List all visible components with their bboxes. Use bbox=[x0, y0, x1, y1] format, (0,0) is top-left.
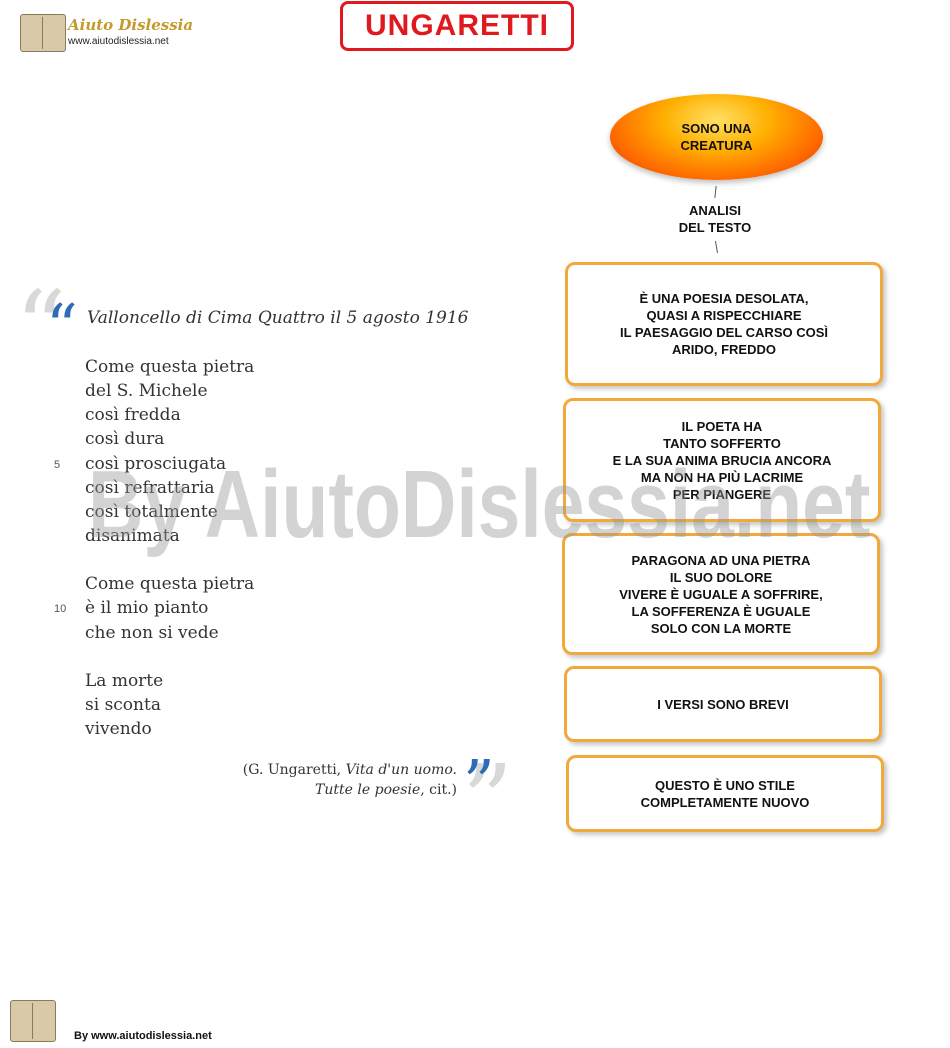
close-quote-icon: ” bbox=[463, 746, 495, 819]
box-1-line-2: QUASI A RISPECCHIARE bbox=[646, 308, 802, 323]
poem-line: così dura bbox=[85, 429, 165, 449]
poem-line: si sconta bbox=[85, 695, 161, 715]
poem-line: Come questa pietra bbox=[85, 574, 255, 594]
logo-url: www.aiutodislessia.net bbox=[68, 36, 169, 47]
poem-citation: (G. Ungaretti, Vita d'un uomo. Tutte le … bbox=[200, 760, 457, 800]
box-2-line-1: IL POETA HA bbox=[681, 418, 763, 434]
box-2-line-4: MA NON HA PIÙ LACRIME bbox=[640, 469, 804, 485]
root-line-1: SONO UNA bbox=[681, 121, 752, 136]
connector-line-bottom bbox=[714, 241, 719, 253]
analysis-box-1: È UNA POESIA DESOLATA, QUASI A RISPECCHI… bbox=[565, 262, 883, 386]
poem-line: La morte bbox=[85, 671, 164, 691]
page-title: UNGARETTI bbox=[340, 1, 574, 51]
box-2-line-2: TANTO SOFFERTO bbox=[663, 435, 781, 451]
box-3-line-2: IL SUO DOLORE bbox=[669, 569, 773, 585]
line-number: 5 bbox=[54, 459, 61, 471]
box-1-line-3: IL PAESAGGIO DEL CARSO COSÌ bbox=[619, 325, 829, 340]
poem-line: che non si vede bbox=[85, 623, 219, 643]
analysis-box-3: PARAGONA AD UNA PIETRA IL SUO DOLORE VIV… bbox=[562, 533, 880, 655]
box-3-line-1: PARAGONA AD UNA PIETRA bbox=[631, 552, 811, 568]
box-2-line-5: PER PIANGERE bbox=[672, 486, 772, 502]
box-5-line-1: QUESTO È UNO STILE bbox=[655, 777, 795, 793]
box-1-line-4: ARIDO, FREDDO bbox=[671, 342, 776, 357]
site-logo[interactable]: Aiuto Dislessia www.aiutodislessia.net bbox=[20, 14, 193, 52]
box-1-line-1: È UNA POESIA DESOLATA, bbox=[639, 291, 809, 306]
citation-work-2: Tutte le poesie bbox=[315, 782, 421, 798]
poem-subtitle: Valloncello di Cima Quattro il 5 agosto … bbox=[87, 308, 469, 328]
open-quote-icon: “ bbox=[46, 290, 78, 363]
box-4-line-1: I VERSI SONO BREVI bbox=[657, 696, 789, 712]
box-5-line-2: COMPLETAMENTE NUOVO bbox=[640, 794, 810, 810]
link-line-2: DEL TESTO bbox=[678, 220, 752, 235]
citation-author: (G. Ungaretti, bbox=[242, 762, 346, 778]
citation-work-1: Vita d'un uomo. bbox=[345, 762, 457, 778]
line-number: 10 bbox=[54, 603, 67, 615]
connector-line-top bbox=[714, 185, 717, 199]
poem-line: è il mio pianto bbox=[85, 598, 209, 618]
poem-line: vivendo bbox=[85, 719, 152, 739]
book-logo-icon bbox=[20, 14, 66, 52]
analysis-box-5: QUESTO È UNO STILE COMPLETAMENTE NUOVO bbox=[566, 755, 884, 832]
poem-line: disanimata bbox=[85, 526, 180, 546]
citation-suffix: , cit.) bbox=[420, 782, 457, 798]
box-3-line-5: SOLO CON LA MORTE bbox=[650, 620, 792, 636]
root-concept-node: SONO UNA CREATURA bbox=[610, 94, 823, 180]
root-line-2: CREATURA bbox=[680, 138, 753, 153]
footer-book-logo-icon bbox=[10, 1000, 56, 1042]
logo-name: Aiuto Dislessia bbox=[68, 16, 194, 34]
analysis-box-2: IL POETA HA TANTO SOFFERTO E LA SUA ANIM… bbox=[563, 398, 881, 522]
poem-line: così fredda bbox=[85, 405, 181, 425]
box-3-line-3: VIVERE È UGUALE A SOFFRIRE, bbox=[619, 586, 823, 602]
open-quote-shadow-icon: “ bbox=[15, 269, 67, 386]
poem-line: del S. Michele bbox=[85, 381, 208, 401]
analysis-box-4: I VERSI SONO BREVI bbox=[564, 666, 882, 742]
close-quote-shadow-icon: ” bbox=[462, 743, 514, 860]
poem-line: così totalmente bbox=[85, 502, 218, 522]
link-line-1: ANALISI bbox=[689, 203, 741, 218]
poem-line: così refrattaria bbox=[85, 478, 215, 498]
poem-line: così prosciugata bbox=[85, 454, 227, 474]
poem-line: Come questa pietra bbox=[85, 357, 255, 377]
box-3-line-4: LA SOFFERENZA È UGUALE bbox=[631, 603, 811, 619]
footer-url[interactable]: By www.aiutodislessia.net bbox=[74, 1030, 212, 1042]
link-label: ANALISI DEL TESTO bbox=[660, 202, 770, 236]
box-2-line-3: E LA SUA ANIMA BRUCIA ANCORA bbox=[612, 452, 832, 468]
